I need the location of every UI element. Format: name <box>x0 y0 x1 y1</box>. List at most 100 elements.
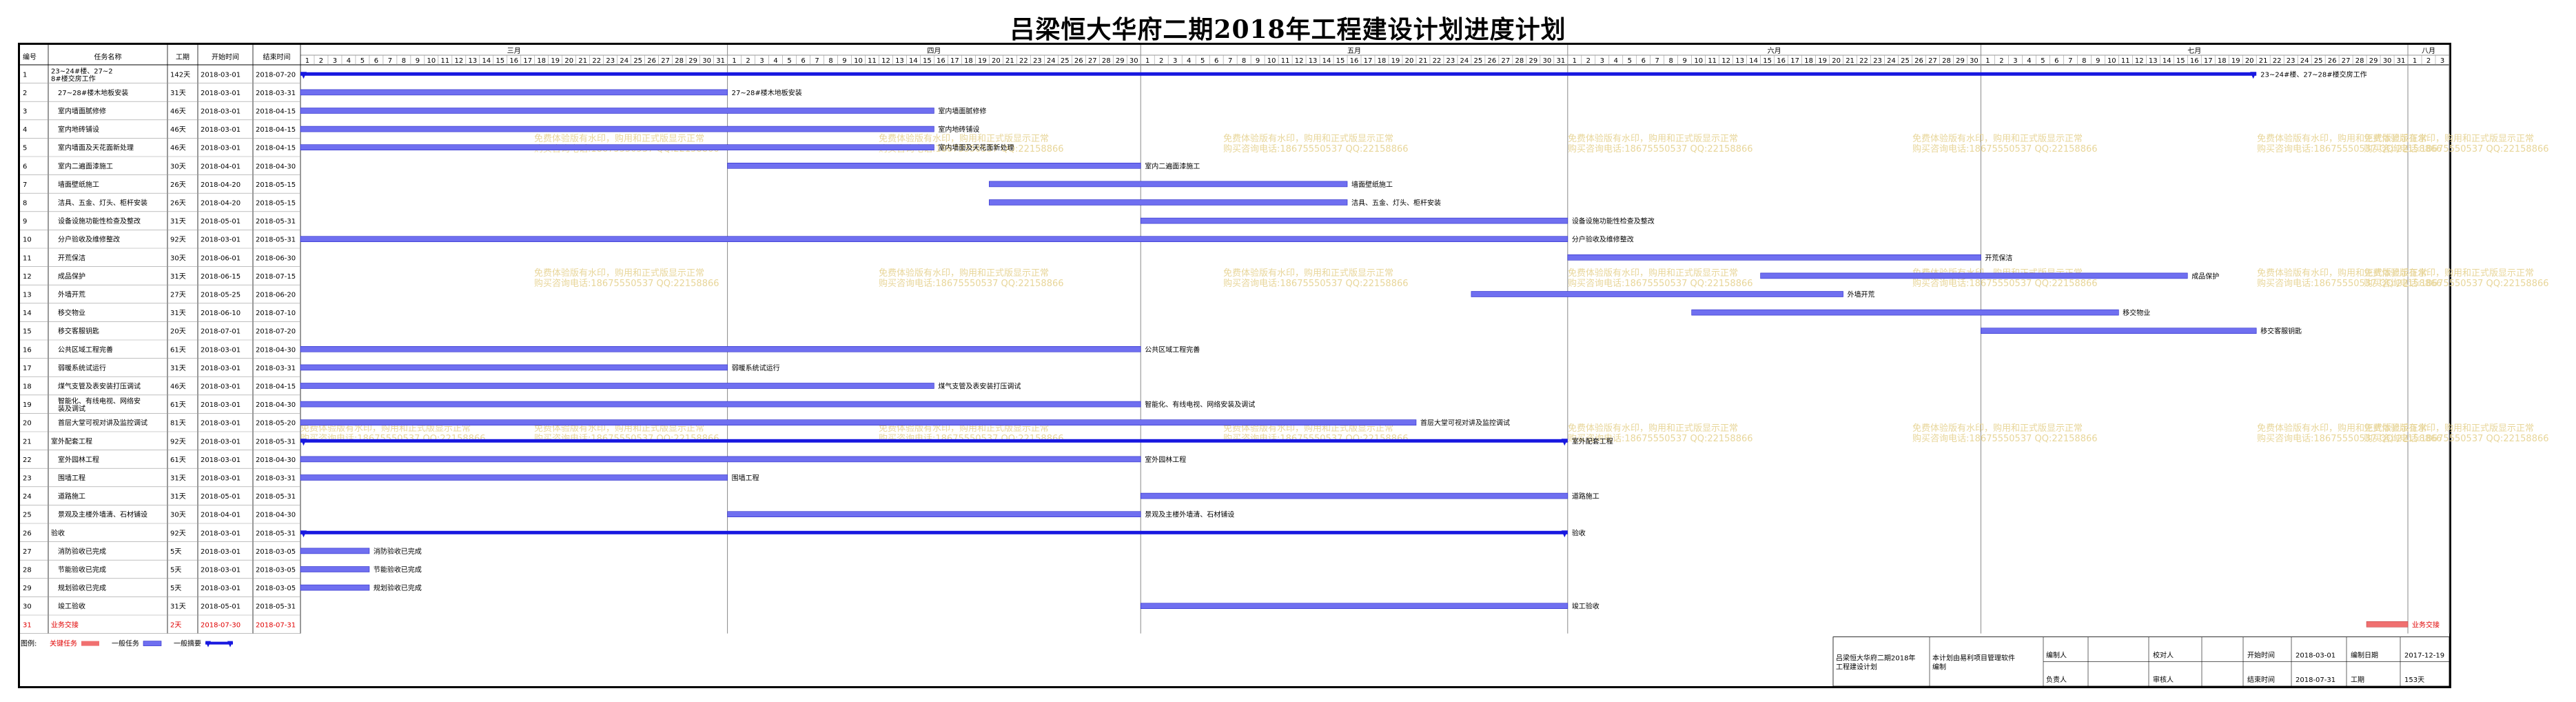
task-id: 13 <box>23 292 32 299</box>
task-duration: 92天 <box>170 237 186 244</box>
task-name: 8#楼交房工作 <box>51 74 96 83</box>
task-end: 2018-05-31 <box>256 438 296 445</box>
task-start: 2018-07-01 <box>201 328 241 336</box>
day-label: 28 <box>2355 57 2364 65</box>
task-bar <box>300 364 728 371</box>
day-label: 16 <box>1350 57 1359 65</box>
task-start: 2018-07-30 <box>201 621 241 629</box>
task-end: 2018-04-30 <box>256 512 296 519</box>
task-id: 22 <box>23 457 32 464</box>
watermark-text: 免费体验版有水印，购用和正式版显示正常 <box>879 268 1049 279</box>
bar-label: 室外园林工程 <box>1145 455 1186 464</box>
task-end: 2018-05-31 <box>256 603 296 611</box>
day-label: 2 <box>2426 57 2431 65</box>
watermark-text: 免费体验版有水印，购用和正式版显示正常 <box>1912 133 2083 144</box>
bar-label: 室内墙面及天花面新处理 <box>938 143 1014 152</box>
day-label: 6 <box>1642 57 1646 65</box>
day-label: 9 <box>416 57 420 65</box>
task-name: 室外配套工程 <box>51 437 92 445</box>
day-label: 3 <box>1600 57 1604 65</box>
task-duration: 27天 <box>170 292 186 299</box>
day-label: 7 <box>2068 57 2072 65</box>
summary-end-marker <box>1561 439 1568 446</box>
day-label: 5 <box>787 57 791 65</box>
day-label: 23 <box>1873 57 1882 65</box>
day-label: 1 <box>305 57 309 65</box>
task-duration: 81天 <box>170 420 186 428</box>
day-label: 18 <box>2218 57 2227 65</box>
footer-reviewer-label: 审核人 <box>2153 675 2174 684</box>
task-start: 2018-03-01 <box>201 401 241 409</box>
task-id: 23 <box>23 475 32 483</box>
legend-critical-swatch <box>81 641 99 646</box>
bar-label: 开荒保洁 <box>1985 253 2012 262</box>
task-name: 竣工验收 <box>58 602 85 611</box>
legend-item-label: 关键任务 <box>50 639 77 648</box>
day-label: 27 <box>1088 57 1097 65</box>
task-name: 27~28#楼木地板安装 <box>58 88 128 97</box>
task-start: 2018-03-01 <box>201 71 241 79</box>
day-label: 11 <box>2121 57 2130 65</box>
day-label: 2 <box>1999 57 2003 65</box>
day-label: 4 <box>2027 57 2031 65</box>
legend-summary-swatch <box>205 641 233 645</box>
day-label: 29 <box>2369 57 2378 65</box>
task-start: 2018-03-01 <box>201 457 241 464</box>
bar-label: 室内墙面腻修修 <box>938 107 986 116</box>
day-label: 23 <box>1033 57 1042 65</box>
task-end: 2018-03-05 <box>256 567 296 574</box>
task-start: 2018-03-01 <box>201 90 241 97</box>
day-label: 15 <box>2176 57 2185 65</box>
task-start: 2018-05-01 <box>201 603 241 611</box>
bar-label: 移交物业 <box>2123 308 2150 317</box>
watermark-text: 免费体验版有水印，购用和正式版显示正常 <box>534 268 704 279</box>
task-id: 25 <box>23 512 32 519</box>
task-end: 2018-07-15 <box>256 273 296 281</box>
day-label: 4 <box>347 57 351 65</box>
month-label: 四月 <box>927 47 941 55</box>
day-label: 3 <box>2013 57 2017 65</box>
task-name: 弱暖系统试运行 <box>58 363 106 372</box>
day-label: 18 <box>537 57 546 65</box>
bar-label: 成品保护 <box>2191 272 2219 281</box>
task-duration: 31天 <box>170 90 186 97</box>
day-label: 1 <box>1985 57 1990 65</box>
footer-duration-label: 工期 <box>2351 676 2364 684</box>
task-bar <box>300 108 934 114</box>
day-label: 8 <box>1242 57 1246 65</box>
task-id: 17 <box>23 365 32 372</box>
bar-label: 业务交接 <box>2412 620 2440 629</box>
critical-bar <box>2366 621 2409 628</box>
watermark-text: 购买咨询电话:18675550537 QQ:22158866 <box>1223 278 1409 289</box>
watermark-text: 购买咨询电话:18675550537 QQ:22158866 <box>1568 143 1753 154</box>
bar-label: 规划验收已完成 <box>374 583 422 592</box>
day-label: 21 <box>1005 57 1014 65</box>
day-label: 5 <box>1200 57 1205 65</box>
day-label: 17 <box>523 57 532 65</box>
task-duration: 142天 <box>170 71 190 79</box>
task-end: 2018-03-31 <box>256 365 296 372</box>
day-label: 6 <box>2054 57 2058 65</box>
task-name: 开荒保洁 <box>58 253 85 262</box>
column-header: 开始时间 <box>212 52 239 61</box>
day-label: 28 <box>1102 57 1111 65</box>
day-label: 9 <box>2096 57 2100 65</box>
bar-label: 煤气支管及表安装打压调试 <box>938 382 1021 391</box>
bar-label: 分户验收及维修整改 <box>1572 235 1634 244</box>
day-label: 26 <box>647 57 656 65</box>
day-label: 25 <box>633 57 642 65</box>
day-label: 12 <box>881 57 890 65</box>
task-end: 2018-07-31 <box>256 621 296 629</box>
task-duration: 26天 <box>170 181 186 189</box>
day-label: 26 <box>1074 57 1083 65</box>
task-end: 2018-05-20 <box>256 420 296 428</box>
day-label: 17 <box>1790 57 1799 65</box>
month-label: 七月 <box>2187 47 2201 55</box>
task-bar <box>300 236 1568 243</box>
bar-label: 消防验收已完成 <box>374 547 422 556</box>
day-label: 26 <box>2328 57 2337 65</box>
task-duration: 46天 <box>170 108 186 116</box>
day-label: 22 <box>592 57 601 65</box>
day-label: 21 <box>578 57 587 65</box>
